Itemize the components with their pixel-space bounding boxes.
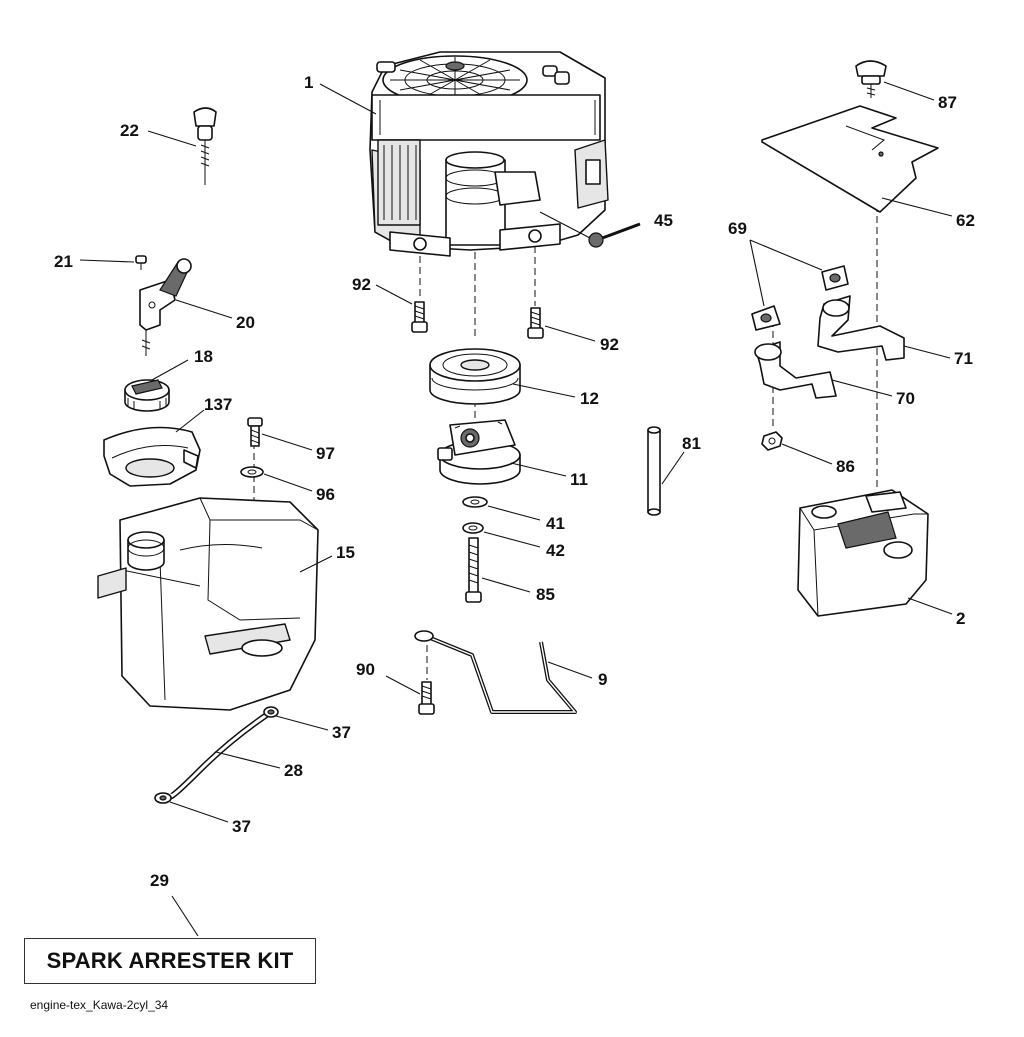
hose-clamp-37-upper (263, 706, 279, 718)
muffler-2 (797, 489, 929, 617)
callout-42: 42 (546, 541, 565, 560)
washer-42 (462, 522, 484, 534)
throttle-control-20 (139, 258, 192, 356)
callout-96: 96 (316, 485, 335, 504)
gasket-69-upper (821, 265, 849, 291)
hose-clamp-37-lower (154, 792, 172, 804)
callout-92-right: 92 (600, 335, 619, 354)
knob-87 (855, 60, 887, 98)
callout-15: 15 (336, 543, 355, 562)
callout-92-left: 92 (352, 275, 371, 294)
callout-45: 45 (654, 211, 673, 230)
callout-12: 12 (580, 389, 599, 408)
callout-41: 41 (546, 514, 565, 533)
callout-22: 22 (120, 121, 139, 140)
washer-41 (462, 496, 488, 508)
exhaust-pipe-70 (754, 341, 837, 399)
fuel-tank-15 (97, 497, 319, 711)
heat-shield-62 (761, 105, 939, 213)
callout-86: 86 (836, 457, 855, 476)
screw-21 (135, 255, 147, 270)
callout-71: 71 (954, 349, 973, 368)
engine-part-1 (369, 51, 609, 257)
screw-97 (247, 417, 263, 447)
part-45 (588, 222, 641, 248)
callout-37-upper: 37 (332, 723, 351, 742)
pulley-12 (429, 348, 521, 405)
callout-28: 28 (284, 761, 303, 780)
callout-90: 90 (356, 660, 375, 679)
callout-137: 137 (204, 395, 232, 414)
bolt-92-right (527, 307, 544, 339)
bolt-92-left (411, 301, 428, 333)
tube-81 (647, 426, 661, 516)
callout-97: 97 (316, 444, 335, 463)
fuel-cap-18 (124, 379, 170, 412)
callout-9: 9 (598, 670, 607, 689)
knob-22 (193, 107, 217, 185)
callout-29: 29 (150, 871, 169, 890)
clutch-11 (437, 419, 521, 485)
callout-2: 2 (956, 609, 965, 628)
callout-87: 87 (938, 93, 957, 112)
callout-70: 70 (896, 389, 915, 408)
callout-11: 11 (570, 470, 588, 489)
bolt-85 (465, 537, 482, 603)
gasket-69-lower (751, 305, 781, 331)
callout-81: 81 (682, 434, 701, 453)
callout-62: 62 (956, 211, 975, 230)
callout-21: 21 (54, 252, 73, 271)
callout-20: 20 (236, 313, 255, 332)
spark-arrester-kit-box: SPARK ARRESTER KIT (24, 938, 316, 984)
rod-9 (414, 630, 577, 714)
washer-96 (240, 466, 264, 478)
shroud-137 (103, 426, 201, 487)
callout-37-lower: 37 (232, 817, 251, 836)
exhaust-pipe-71 (817, 295, 905, 361)
spark-arrester-kit-label: SPARK ARRESTER KIT (46, 948, 294, 973)
callout-18: 18 (194, 347, 213, 366)
diagram-caption: engine-tex_Kawa-2cyl_34 (30, 998, 169, 1012)
callout-85: 85 (536, 585, 555, 604)
fuel-hose-28 (167, 711, 270, 800)
bolt-90 (418, 681, 435, 715)
callout-1: 1 (304, 73, 313, 92)
callout-69: 69 (728, 219, 747, 238)
nut-86 (761, 431, 783, 451)
